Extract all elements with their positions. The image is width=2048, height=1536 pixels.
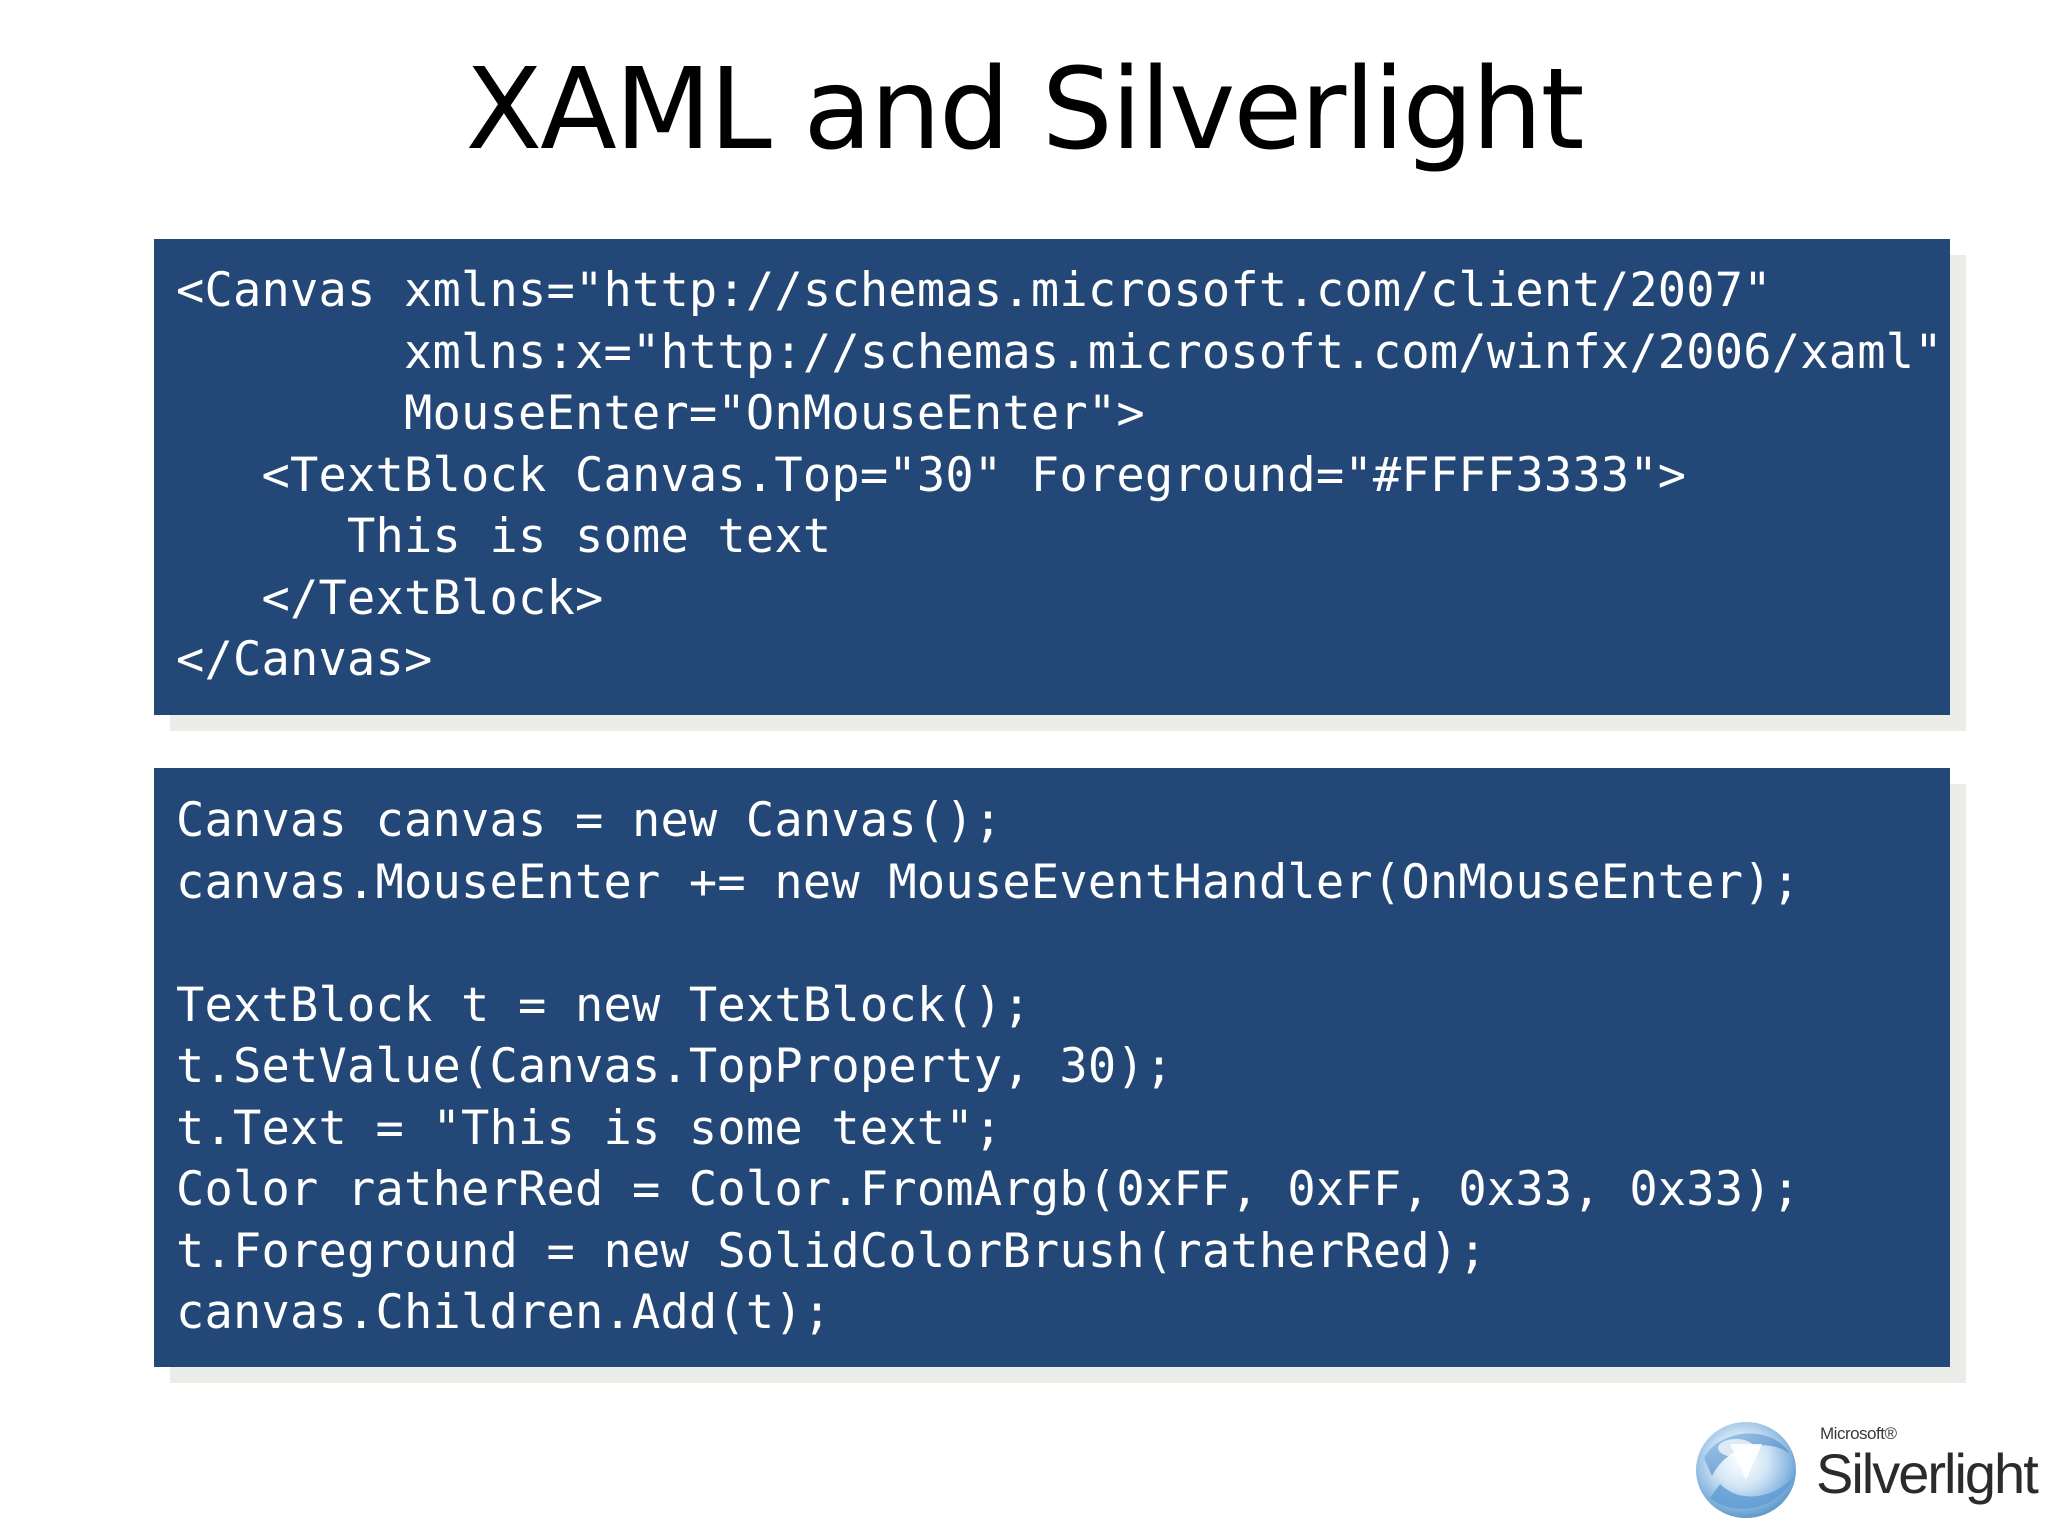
xaml-code-block: <Canvas xmlns="http://schemas.microsoft.… [154,239,1950,715]
xaml-code-line: MouseEnter="OnMouseEnter"> [176,386,1145,441]
csharp-code-line: TextBlock t = new TextBlock(); [176,977,1031,1033]
csharp-code-block: Canvas canvas = new Canvas(); canvas.Mou… [154,768,1950,1367]
logo-product-text: Silverlight [1816,1442,2039,1505]
csharp-code-line: Color ratherRed = Color.FromArgb(0xFF, 0… [176,1162,1801,1217]
xaml-code-line: </TextBlock> [176,570,604,626]
silverlight-logo: Microsoft® Silverlight [1690,1410,2039,1526]
logo-brand-text: Microsoft® [1820,1424,1897,1443]
csharp-code-line: canvas.MouseEnter += new MouseEventHandl… [176,854,1801,910]
xaml-code-line: </Canvas> [176,632,433,687]
csharp-code-line: t.Foreground = new SolidColorBrush(rathe… [176,1223,1487,1279]
xaml-code-line: <Canvas xmlns="http://schemas.microsoft.… [176,263,1772,318]
slide-title: XAML and Silverlight [465,45,1584,175]
csharp-code-line: t.SetValue(Canvas.TopProperty, 30); [176,1039,1174,1094]
silverlight-logo-icon [1696,1422,1796,1518]
csharp-code-line-blank [176,913,1950,975]
csharp-code-line: t.Text = "This is some text"; [176,1100,1003,1156]
csharp-code-line: Canvas canvas = new Canvas(); [176,793,1003,848]
xaml-code-line: <TextBlock Canvas.Top="30" Foreground="#… [176,447,1687,503]
xaml-code-line: xmlns:x="http://schemas.microsoft.com/wi… [176,324,1943,380]
csharp-code-line: canvas.Children.Add(t); [176,1285,832,1340]
xaml-code-line: This is some text [176,509,832,564]
